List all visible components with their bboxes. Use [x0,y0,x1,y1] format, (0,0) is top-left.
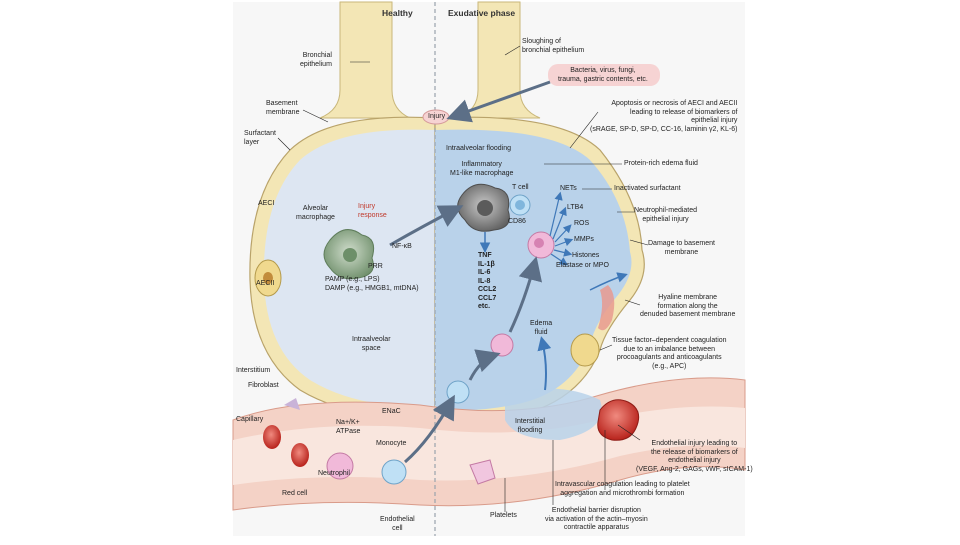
label-intravascular-coagulation: Intravascular coagulation leading to pla… [555,481,690,497]
label-monocyte: Monocyte [376,440,407,447]
arrow-neutrophil-to-alveolus [508,256,543,333]
label-prr: PRR [368,263,383,270]
label-damage-basement: Damage to basement membrane [648,240,715,256]
neutrophil-vessel [326,452,354,480]
label-nfkb: NF-κB [392,243,412,250]
label-interstitial-flooding: Interstitial flooding [515,418,545,434]
hyaline-membrane [598,285,615,331]
arrow-insult-to-injury [446,80,551,123]
label-inflammatory-macrophage: Inflammatory M1-like macrophage [450,161,514,177]
label-endothelial-cell: Endothelial cell [380,516,415,532]
bacteria-highlight [548,64,660,86]
label-inactivated-surfactant: Inactivated surfactant [614,185,681,192]
label-histones: Histones [572,252,600,259]
label-cd86: CD86 [508,218,526,225]
label-aecii: AECII [256,280,275,287]
label-sloughing: Sloughing of bronchial epithelium [522,38,585,54]
label-protein-rich-edema: Protein-rich edema fluid [624,160,698,167]
monocyte-vessel [381,459,407,485]
label-aeci: AECI [258,200,275,207]
label-surfactant-layer: Surfactant layer [244,130,276,146]
label-endothelial-injury: Endothelial injury leading to the releas… [636,440,753,473]
inflammatory-macrophage-nucleus [477,200,493,216]
label-neutrophil-mediated: Neutrophil-mediated epithelial injury [634,207,698,223]
red-cell-2 [291,443,309,467]
label-ltb4: LTB4 [567,204,584,211]
label-mmps: MMPs [574,236,594,243]
label-apoptosis: Apoptosis or necrosis of AECI and AECII … [590,100,738,133]
label-injury-response: Injury response [358,203,387,219]
neutrophil-alveolar-nucleus [534,238,544,248]
label-elastase-mpo: Elastase or MPO [556,262,609,269]
label-t-cell: T cell [512,184,529,191]
arrow-monocyte-recruitment [404,394,455,464]
arrow-macrophage-activation [389,205,464,247]
label-bronchial-epithelium: Bronchial epithelium [300,52,332,68]
arrow-neutrophil-migration [468,349,501,381]
interstitial-flooding-area [505,388,602,440]
label-intraalveolar-space: Intraalveolar space [352,336,391,352]
label-tissue-factor: Tissue factor–dependent coagulation due … [612,337,727,370]
arrow-edema-fluid [537,336,552,391]
arrow-hyaline [589,272,628,291]
t-cell-nucleus [515,200,525,210]
label-pamp-damp: PAMP (e.g., LPS) DAMP (e.g., HMGB1, mtDN… [325,276,419,292]
label-ros: ROS [574,220,590,227]
leader-lines [277,45,649,512]
label-basement-membrane: Basement membrane [266,100,300,116]
label-nets: NETs [560,185,577,192]
microthrombus [597,399,640,441]
label-enac: ENaC [382,408,401,415]
header-healthy: Healthy [382,8,413,18]
monocyte-migrating [446,380,470,404]
label-intraalveolar-flooding: Intraalveolar flooding [446,145,511,152]
bronchiole-exudative [457,1,541,119]
label-bacteria: Bacteria, virus, fungi, trauma, gastric … [558,67,648,83]
label-injury: Injury [428,113,446,120]
label-alveolar-macrophage: Alveolar macrophage [296,205,335,221]
aecii-nucleus [263,272,273,284]
label-red-cell: Red cell [282,490,308,497]
platelet-cluster [469,459,496,485]
label-barrier-disruption: Endothelial barrier disruption via activ… [545,507,648,531]
neutrophil-mediator-arrows [549,191,574,266]
label-neutrophil: Neutrophil [318,470,350,477]
label-hyaline: Hyaline membrane formation along the den… [640,294,736,318]
neutrophil-migrating [490,333,514,357]
label-cytokines: TNF IL-1β IL-6 IL-8 CCL2 CCL7 etc. [478,252,497,310]
label-platelets: Platelets [490,512,517,519]
header-exudative: Exudative phase [448,8,516,18]
label-edema-fluid: Edema fluid [530,320,553,336]
aecii-exudative [570,333,600,367]
fibroblast-cell [284,398,300,410]
label-fibroblast: Fibroblast [248,382,279,389]
red-cell-1 [263,425,281,449]
label-na-k-atpase: Na+/K+ ATPase [336,419,361,435]
macrophage-nucleus [343,248,357,262]
label-interstitium: Interstitium [236,367,271,374]
label-capillary: Capillary [236,416,264,423]
